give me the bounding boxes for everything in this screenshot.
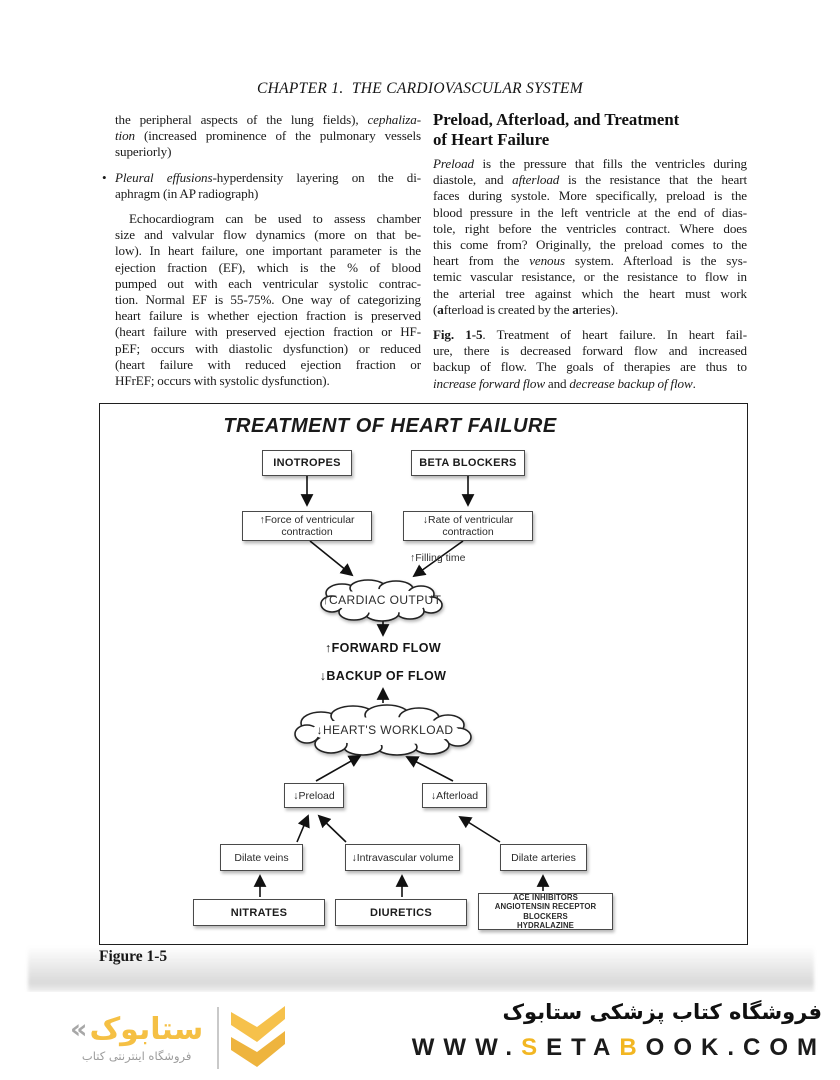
node-rate-of-contraction: ↓Rate of ventricular contraction <box>403 511 533 541</box>
text-line: (heart failure with reduced ejection fra… <box>115 356 421 372</box>
flowchart-arrows <box>253 476 550 897</box>
node-dilate-veins: Dilate veins <box>220 844 303 871</box>
logo-divider <box>217 1007 219 1069</box>
text-line: heart from the venous system. Afterload … <box>433 253 747 269</box>
node-ace-inhibitors: ACE INHIBITORS ANGIOTENSIN RECEPTOR BLOC… <box>478 893 613 930</box>
footer-tagline: فروشگاه کتاب پزشکی ستابوک <box>502 1000 822 1024</box>
text-line: size and valvular flow dynamics (more on… <box>115 227 421 243</box>
text-line: temic vascular resistance, or the resist… <box>433 269 747 285</box>
text-line: Preload is the pressure that fills the v… <box>433 156 747 171</box>
node-force-of-contraction: ↑Force of ventricular contraction <box>242 511 372 541</box>
text-line: tion. Normal EF is 55-75%. One way of ca… <box>115 292 421 308</box>
logo-subtitle: فروشگاه اینترنتی کتاب <box>81 1049 192 1063</box>
footer-logo: « ستابوک فروشگاه اینترنتی کتاب <box>70 1004 287 1072</box>
section-heading-line-1: Preload, Afterload, and Treatment <box>433 110 680 129</box>
text-line: low). In heart failure, one important pa… <box>115 243 421 259</box>
forward-flow-label: ↑FORWARD FLOW <box>324 641 442 655</box>
text-line: (heart failure with preserved ejection f… <box>115 324 421 340</box>
text-line: increase forward flow and decrease backu… <box>433 375 696 391</box>
cardiac-output-label: ↑CARDIAC OUTPUT <box>322 593 442 607</box>
text-line: the arterial tree against which the hear… <box>433 285 747 301</box>
bullet-icon: • <box>102 169 107 185</box>
text-line: tole, right before the ventricles contra… <box>433 220 747 236</box>
scan-shadow <box>28 946 814 992</box>
section-heading-line-2: of Heart Failure <box>433 130 550 149</box>
cloud-shape-icon <box>294 704 472 756</box>
text-line: Echocardiogram can be used to assess cha… <box>129 211 421 227</box>
text-line: superiorly) <box>115 144 172 160</box>
text-line: faces during systole. More specifically,… <box>433 188 747 204</box>
right-column: Preload is the pressure that fills the v… <box>433 156 747 392</box>
figure-1-5-panel: TREATMENT OF HEART FAILURE <box>99 403 748 945</box>
node-afterload: ↓Afterload <box>422 783 487 808</box>
text-line: the peripheral aspects of the lung field… <box>115 112 421 127</box>
logo-chevron-icon <box>230 1006 285 1067</box>
chapter-header: CHAPTER 1. THE CARDIOVASCULAR SYSTEM <box>257 80 583 97</box>
node-dilate-arteries: Dilate arteries <box>500 844 587 871</box>
text-line: blood pressure in the left ventricle at … <box>433 204 747 220</box>
ace-line-1: ACE INHIBITORS <box>513 892 578 902</box>
text-line: pumped out with each ventricular systoli… <box>115 275 421 291</box>
footer: « ستابوک فروشگاه اینترنتی کتاب فروشگاه ک… <box>0 992 840 1080</box>
footer-url: WWW.SETABOOK.COM <box>411 1034 826 1061</box>
figure-title: TREATMENT OF HEART FAILURE <box>223 415 557 437</box>
node-nitrates: NITRATES <box>193 899 325 926</box>
text-line: ure, there is decreased forward flow and… <box>433 343 747 359</box>
text-line: (afterload is created by the arteries). <box>433 301 619 317</box>
text-line: aphragm (in AP radiograph) <box>115 185 259 201</box>
backup-flow-label: ↓BACKUP OF FLOW <box>319 669 447 683</box>
text-line: tion (increased prominence of the pulmon… <box>115 128 421 144</box>
text-line: heart failure is whether ejection fracti… <box>115 308 421 324</box>
text-line: backup of flow. The goals of therapies a… <box>433 359 747 375</box>
text-line: HFrEF; occurs with systolic dysfunction)… <box>115 373 330 389</box>
text-line: Fig. 1-5. Treatment of heart failure. In… <box>433 327 747 343</box>
ace-line-3: HYDRALAZINE <box>517 921 574 930</box>
cloud-shape-icon <box>320 579 443 622</box>
text-line: ejection fraction (EF), which is the % o… <box>115 259 421 275</box>
hearts-workload-label: ↓HEART'S WORKLOAD <box>316 723 454 737</box>
ace-line-2: ANGIOTENSIN RECEPTOR BLOCKERS <box>494 902 597 921</box>
cardiac-output-cloud: ↑CARDIAC OUTPUT <box>318 578 446 622</box>
node-inotropes: INOTROPES <box>262 450 352 476</box>
node-preload: ↓Preload <box>284 783 344 808</box>
left-column: the peripheral aspects of the lung field… <box>102 112 421 389</box>
text-line: this come from? Originally, the preload … <box>433 237 747 253</box>
hearts-workload-cloud: ↓HEART'S WORKLOAD <box>291 704 479 756</box>
text-line: pEF; occurs with diastolic dysfunction) … <box>115 340 421 356</box>
text-line: •Pleural effusions-hyperdensity layering… <box>102 169 421 185</box>
figure-caption: Figure 1-5 <box>99 948 167 966</box>
node-diuretics: DIURETICS <box>335 899 467 926</box>
node-beta-blockers: BETA BLOCKERS <box>411 450 525 476</box>
label-filling-time: ↑Filling time <box>410 552 466 564</box>
node-intravascular-volume: ↓Intravascular volume <box>345 844 460 871</box>
logo-wordmark: ستابوک <box>89 1012 204 1047</box>
logo-text-block: « ستابوک فروشگاه اینترنتی کتاب <box>70 1013 203 1063</box>
logo-guillemet-icon: « <box>70 1014 88 1045</box>
section-heading: Preload, Afterload, and Treatment of Hea… <box>433 110 747 150</box>
text-line: diastole, and afterload is the resistanc… <box>433 172 747 188</box>
